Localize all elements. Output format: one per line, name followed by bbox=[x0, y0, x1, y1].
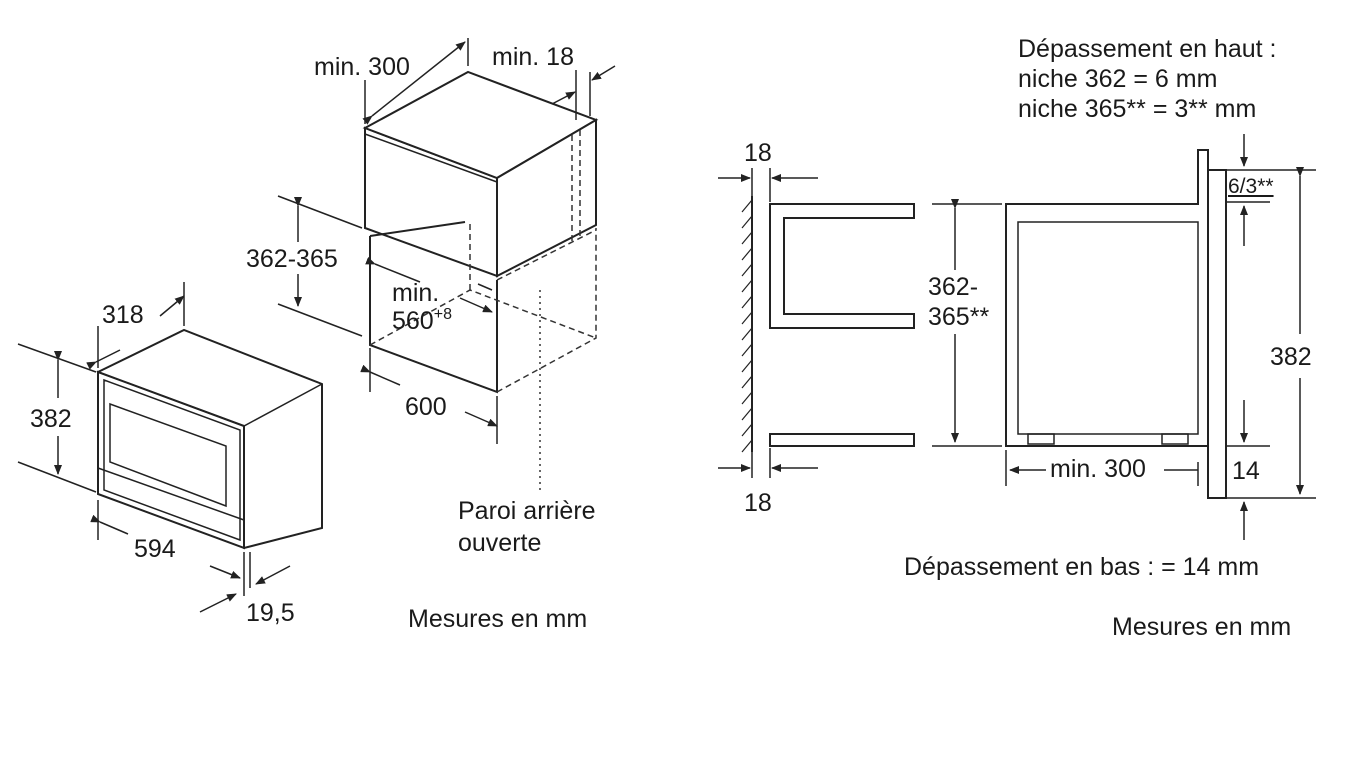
section-niche-height-line2: 365** bbox=[928, 303, 990, 331]
top-overhang-line2: niche 365** = 3** mm bbox=[1018, 95, 1257, 123]
appliance-isometric bbox=[17, 282, 323, 613]
bottom-overhang-label: Dépassement en bas : = 14 mm bbox=[904, 553, 1260, 581]
niche-opening-number: 560 bbox=[392, 307, 434, 335]
appliance-width-label: 594 bbox=[134, 535, 176, 563]
niche-height-label: 362-365 bbox=[246, 245, 338, 273]
wall-hatching bbox=[741, 199, 753, 453]
units-note-left: Mesures en mm bbox=[408, 605, 588, 633]
niche-width-label: 600 bbox=[405, 393, 447, 421]
top-overhang-line1: niche 362 = 6 mm bbox=[1018, 65, 1218, 93]
side-section bbox=[718, 134, 1316, 540]
appliance-height-section: 382 bbox=[1270, 343, 1312, 371]
top-overhang-title: Dépassement en haut : bbox=[1018, 35, 1277, 63]
units-note-right: Mesures en mm bbox=[1112, 613, 1292, 641]
rear-wall-label-line2: ouverte bbox=[458, 529, 542, 557]
niche-opening-value: 560+8 bbox=[392, 306, 452, 340]
section-depth-label: min. 300 bbox=[1050, 455, 1146, 483]
panel-top-thickness: 18 bbox=[744, 139, 772, 167]
niche-isometric bbox=[277, 38, 616, 490]
appliance-depth-label: 318 bbox=[102, 301, 144, 329]
niche-opening-min-label: min. bbox=[392, 279, 440, 307]
rear-wall-label-line1: Paroi arrière bbox=[458, 497, 596, 525]
niche-side-label: min. 18 bbox=[492, 43, 574, 71]
top-gap-label: 6/3** bbox=[1228, 175, 1274, 198]
niche-opening-tolerance: +8 bbox=[433, 306, 452, 323]
bottom-gap-label: 14 bbox=[1232, 457, 1260, 485]
niche-depth-label: min. 300 bbox=[314, 53, 410, 81]
appliance-height-label: 382 bbox=[30, 405, 72, 433]
front-panel-label: 19,5 bbox=[246, 599, 295, 627]
section-niche-height-line1: 362- bbox=[928, 273, 979, 301]
panel-bottom-thickness: 18 bbox=[744, 489, 772, 517]
